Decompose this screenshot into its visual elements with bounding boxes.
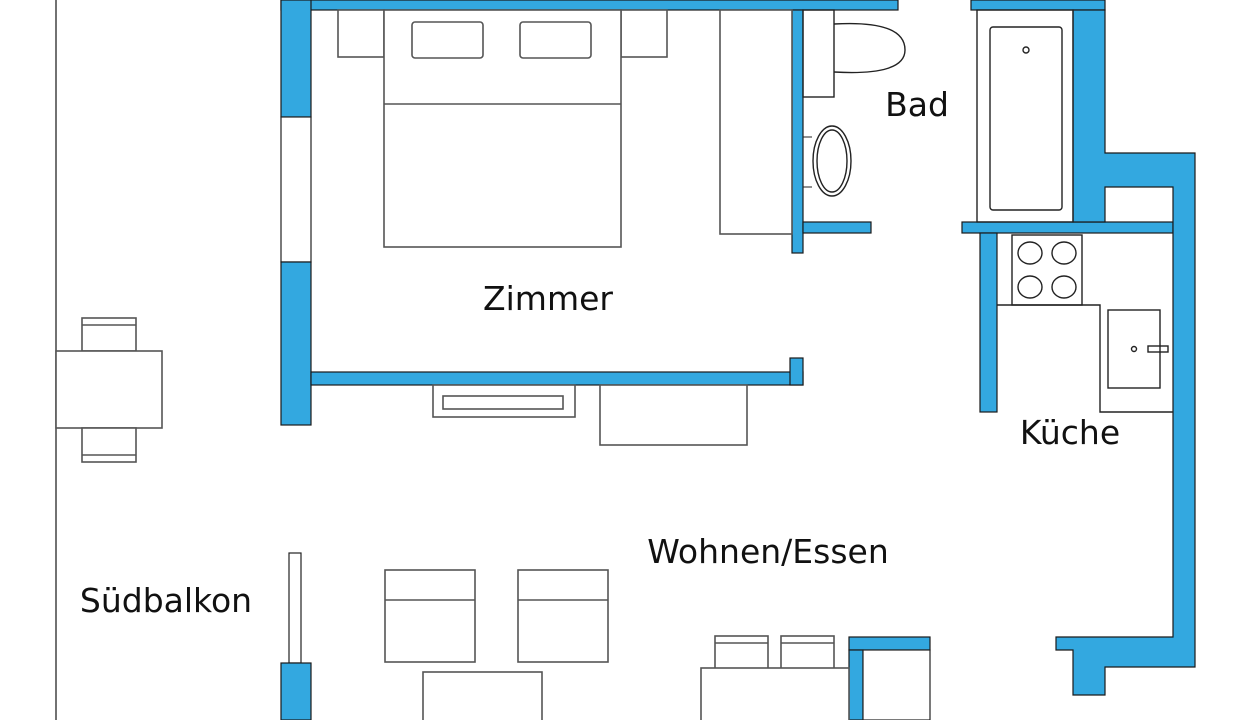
window-bedroom [280,116,312,263]
kitchen-sink [1107,309,1161,389]
pillow [411,21,484,59]
bathtub [976,9,1074,223]
balcony-chair [81,427,137,463]
armchair [517,569,609,663]
window-living [288,552,302,664]
room-label-balcony: Südbalkon [80,581,252,620]
dining-chair [714,635,769,671]
coffee-table [422,671,543,720]
desk [599,384,748,446]
nightstand-right [620,9,668,58]
stove [1011,234,1083,306]
room-label-bedroom: Zimmer [483,279,613,318]
bathroom-fixtures [802,9,1074,223]
dining-table [700,667,850,720]
room-label-living-dining: Wohnen/Essen [647,532,889,571]
kitchen-fixtures [997,234,1173,413]
room-label-kitchen: Küche [1020,413,1120,452]
wardrobe [719,9,793,235]
nightstand-left [337,9,385,58]
washbasin [812,125,852,197]
armchair [384,569,476,663]
balcony-chair [81,317,137,352]
toilet-tank [802,9,835,98]
room-label-bathroom: Bad [885,85,949,124]
dining-chair [780,635,835,671]
pillow [519,21,592,59]
living-furniture [384,384,850,720]
balcony-table [55,350,163,429]
balcony-furniture [55,317,163,463]
toilet-bowl [833,22,906,74]
bed [337,9,668,248]
